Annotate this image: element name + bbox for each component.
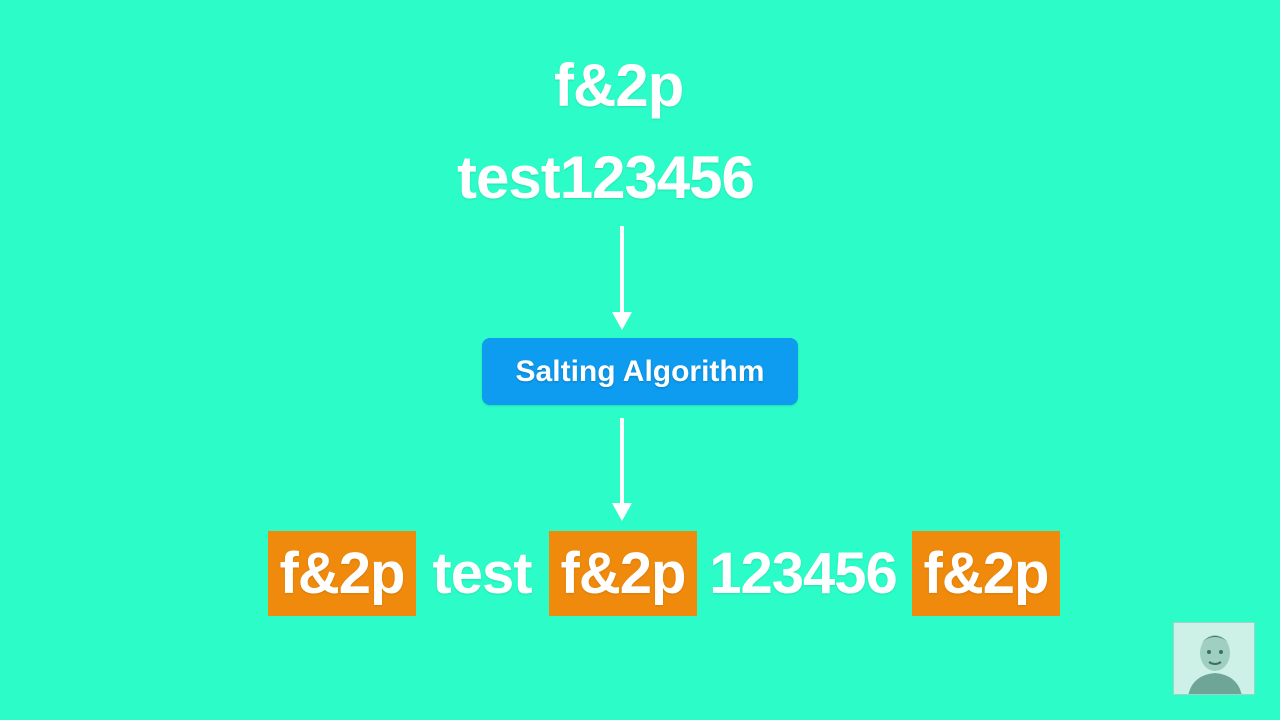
presenter-avatar-icon <box>1173 622 1255 695</box>
result-salt-segment: f&2p <box>549 531 697 616</box>
result-salt-segment: f&2p <box>268 531 416 616</box>
result-password-segment: 123456 <box>709 541 898 606</box>
result-password-segment: test <box>432 541 532 606</box>
password-text: test123456 <box>457 144 755 211</box>
salting-algorithm-label: Salting Algorithm <box>515 354 765 388</box>
salting-algorithm-box: Salting Algorithm <box>482 338 798 405</box>
salt-text: f&2p <box>554 52 684 119</box>
result-salt-segment: f&2p <box>912 531 1060 616</box>
